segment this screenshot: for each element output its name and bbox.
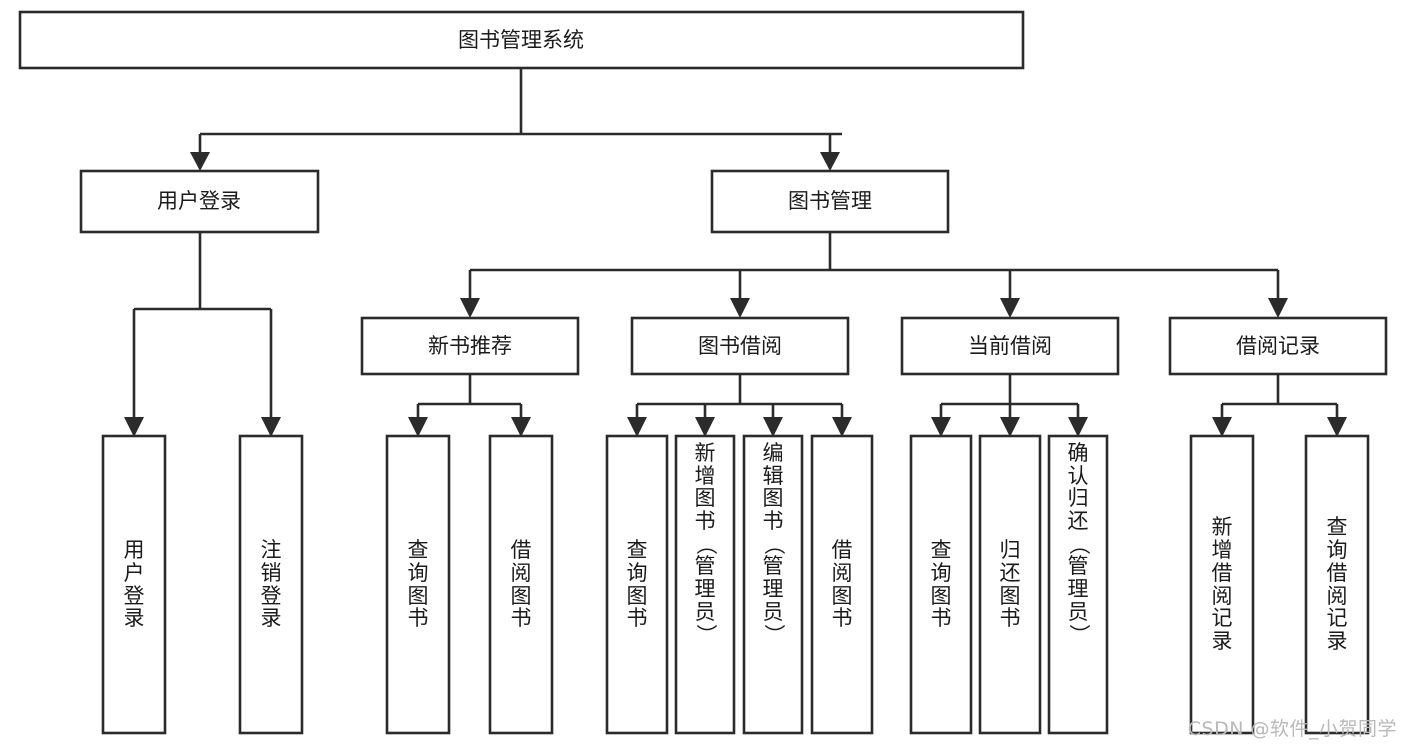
arrowhead-borrow-record: [1268, 298, 1288, 318]
arrowhead-leaf-borrow-book-2: [832, 417, 852, 437]
node-borrow-record[interactable]: 借阅记录: [1168, 316, 1388, 376]
node-borrow-record-box[interactable]: [1168, 316, 1388, 376]
node-book-borrow[interactable]: 图书借阅: [630, 316, 850, 376]
node-borrow-record-label: 借阅记录: [1236, 334, 1320, 358]
arrowhead-leaf-query-book-2: [627, 417, 647, 437]
arrowhead-leaf-query-record: [1327, 417, 1347, 437]
arrowhead-leaf-add-book: [695, 417, 715, 437]
node-new-book-recommend-box[interactable]: [360, 316, 580, 376]
leaf-query-book-2-box[interactable]: [605, 434, 669, 735]
node-current-borrow[interactable]: 当前借阅: [900, 316, 1120, 376]
leaf-borrow-book-1-box[interactable]: [488, 434, 554, 735]
leaf-add-book-box[interactable]: [674, 434, 736, 735]
node-book-borrow-box[interactable]: [630, 316, 850, 376]
node-book-manage-label: 图书管理: [788, 189, 872, 213]
arrowhead-leaf-add-record: [1212, 417, 1232, 437]
node-book-borrow-label: 图书借阅: [698, 334, 782, 358]
arrowhead-leaf-query-book-1: [408, 417, 428, 437]
leaf-edit-book-box[interactable]: [742, 434, 804, 735]
leaf-user-login-box[interactable]: [101, 434, 167, 735]
arrowhead-user-login: [190, 152, 210, 171]
node-root[interactable]: 图书管理系统: [18, 10, 1025, 70]
node-root-box[interactable]: [18, 10, 1025, 70]
node-user-login-box[interactable]: [79, 169, 320, 234]
leaf-logout-login-box[interactable]: [238, 434, 304, 735]
node-new-book-recommend-label: 新书推荐: [428, 334, 512, 358]
arrowhead-leaf-edit-book: [763, 417, 783, 437]
leaf-query-book-1-box[interactable]: [385, 434, 451, 735]
arrowhead-new-book-recommend: [460, 298, 480, 318]
node-new-book-recommend[interactable]: 新书推荐: [360, 316, 580, 376]
arrowhead-leaf-confirm-return: [1068, 417, 1088, 437]
leaf-boxes: [101, 434, 1370, 735]
leaf-return-book-box[interactable]: [978, 434, 1042, 735]
leaf-confirm-return-box[interactable]: [1047, 434, 1109, 735]
node-book-manage[interactable]: 图书管理: [710, 169, 950, 234]
arrowhead-leaf-borrow-book-1: [511, 417, 531, 437]
arrowhead-current-borrow: [1000, 298, 1020, 318]
node-book-manage-box[interactable]: [710, 169, 950, 234]
leaf-add-record-box[interactable]: [1189, 434, 1255, 735]
arrowhead-leaf-user-login: [124, 417, 144, 437]
arrowhead-leaf-return-book: [1000, 417, 1020, 437]
node-current-borrow-box[interactable]: [900, 316, 1120, 376]
leaf-borrow-book-2-box[interactable]: [810, 434, 874, 735]
arrowhead-leaf-logout-login: [261, 417, 281, 437]
connectors: [124, 68, 1347, 437]
node-user-login-label: 用户登录: [157, 189, 241, 213]
node-current-borrow-label: 当前借阅: [968, 334, 1052, 358]
leaf-query-record-box[interactable]: [1304, 434, 1370, 735]
arrowhead-leaf-query-book-3: [931, 417, 951, 437]
leaf-query-book-3-box[interactable]: [909, 434, 973, 735]
arrowhead-book-manage: [820, 152, 840, 171]
node-user-login[interactable]: 用户登录: [79, 169, 320, 234]
arrowhead-book-borrow: [730, 298, 750, 318]
node-root-label: 图书管理系统: [458, 28, 584, 52]
